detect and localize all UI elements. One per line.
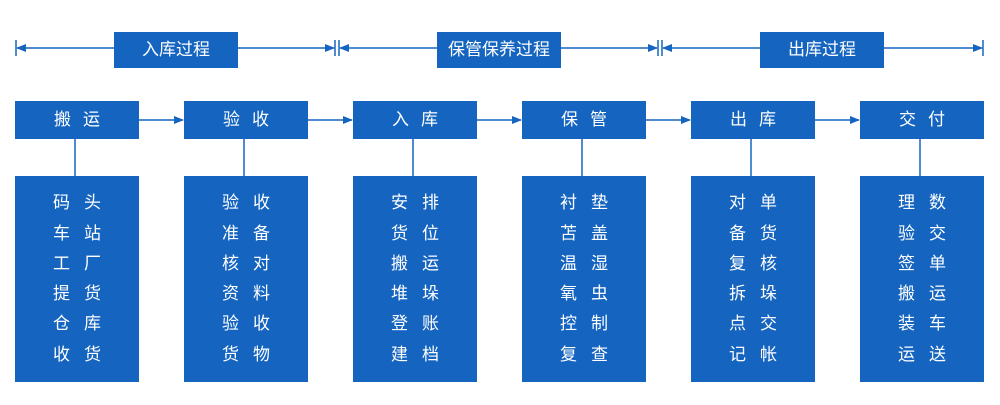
detail-item: 安排 (391, 193, 453, 214)
phase-box-outbound: 出库过程 (760, 32, 884, 68)
step-box-keep: 保管 (522, 101, 646, 139)
step-box-store-in: 入库 (353, 101, 477, 139)
detail-item: 收货 (53, 344, 115, 365)
detail-item: 苫盖 (560, 223, 622, 244)
detail-item: 签单 (898, 253, 960, 274)
detail-item: 准备 (222, 223, 284, 244)
detail-item: 登账 (391, 314, 453, 335)
detail-item: 搬运 (391, 253, 453, 274)
detail-item: 车站 (53, 223, 115, 244)
detail-item: 备货 (729, 223, 791, 244)
detail-box-carry: 码头车站工厂提货仓库收货 (15, 176, 139, 382)
detail-item: 记帐 (729, 344, 791, 365)
detail-box-store-in: 安排货位搬运堆垛登账建档 (353, 176, 477, 382)
detail-item: 衬垫 (560, 193, 622, 214)
detail-item: 验收 (222, 193, 284, 214)
detail-item: 对单 (729, 193, 791, 214)
detail-item: 提货 (53, 284, 115, 305)
detail-item: 堆垛 (391, 284, 453, 305)
detail-item: 仓库 (53, 314, 115, 335)
phase-box-inbound: 入库过程 (114, 32, 238, 68)
detail-item: 验收 (222, 314, 284, 335)
step-box-ship-out: 出库 (691, 101, 815, 139)
step-box-deliver: 交付 (860, 101, 984, 139)
detail-item: 理数 (898, 193, 960, 214)
detail-item: 复核 (729, 253, 791, 274)
detail-item: 货位 (391, 223, 453, 244)
detail-item: 复查 (560, 344, 622, 365)
detail-item: 拆垛 (729, 284, 791, 305)
detail-box-ship-out: 对单备货复核拆垛点交记帐 (691, 176, 815, 382)
detail-item: 资料 (222, 284, 284, 305)
detail-item: 装车 (898, 314, 960, 335)
detail-item: 运送 (898, 344, 960, 365)
step-box-inspect: 验收 (184, 101, 308, 139)
detail-item: 工厂 (53, 253, 115, 274)
detail-box-deliver: 理数验交签单搬运装车运送 (860, 176, 984, 382)
detail-item: 验交 (898, 223, 960, 244)
detail-item: 点交 (729, 314, 791, 335)
detail-item: 氧虫 (560, 284, 622, 305)
phase-box-storage: 保管保养过程 (437, 32, 561, 68)
detail-box-keep: 衬垫苫盖温湿氧虫控制复查 (522, 176, 646, 382)
detail-item: 搬运 (898, 284, 960, 305)
detail-item: 温湿 (560, 253, 622, 274)
detail-item: 控制 (560, 314, 622, 335)
detail-item: 核对 (222, 253, 284, 274)
detail-item: 码头 (53, 193, 115, 214)
detail-box-inspect: 验收准备核对资料验收货物 (184, 176, 308, 382)
detail-item: 货物 (222, 344, 284, 365)
step-box-carry: 搬运 (15, 101, 139, 139)
detail-item: 建档 (391, 344, 453, 365)
